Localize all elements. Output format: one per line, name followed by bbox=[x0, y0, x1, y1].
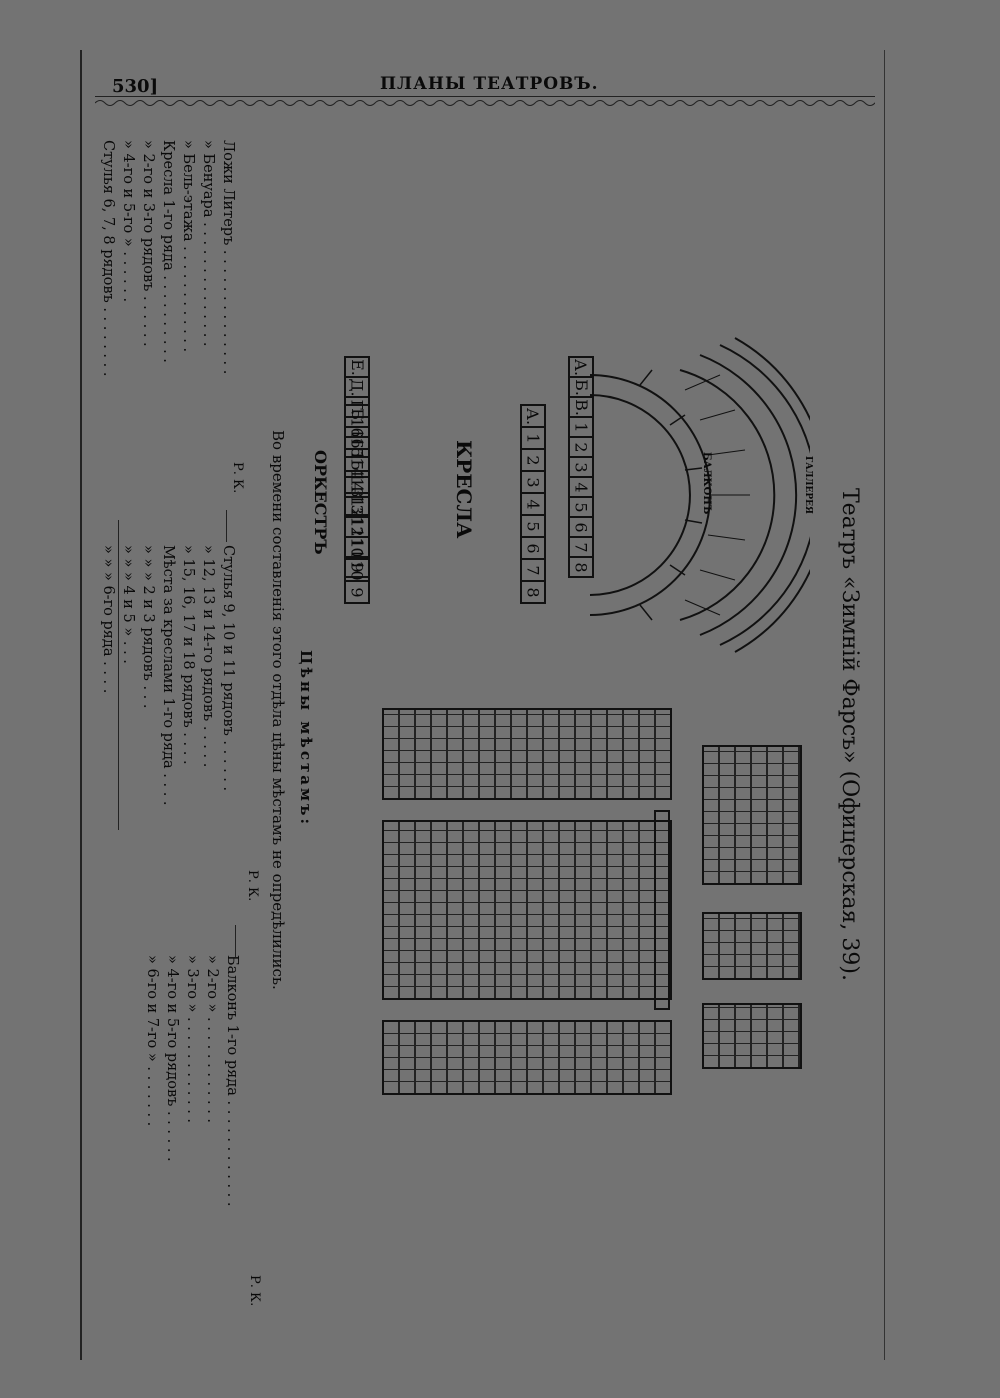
price-line: » 3-го » . . . . . . . . . . . . bbox=[184, 955, 200, 1124]
page-number: 530] bbox=[112, 76, 159, 97]
seat-grid-front bbox=[382, 1020, 672, 1095]
box-cell: 6 bbox=[520, 536, 546, 560]
box-cell: В. bbox=[568, 396, 594, 418]
box-cell: 14 bbox=[344, 470, 370, 494]
column-divider bbox=[118, 520, 119, 830]
box-cell: 4 bbox=[520, 492, 546, 516]
currency-label-1: Р. К. bbox=[230, 462, 245, 494]
price-line: Балконъ 1-го ряда . . . . . . . . . . . … bbox=[224, 955, 240, 1207]
box-cell: 4 bbox=[568, 476, 594, 498]
box-cell: 2 bbox=[520, 448, 546, 472]
prices-column-3: Балконъ 1-го ряда . . . . . . . . . . . … bbox=[142, 955, 242, 1206]
seating-plan-horseshoe bbox=[589, 337, 810, 653]
column-divider bbox=[226, 510, 227, 542]
box-cell: 9 bbox=[344, 580, 370, 604]
price-line: » 12, 13 и 14-го рядовъ . . . . . bbox=[200, 545, 216, 768]
seat-grid-side-lower bbox=[702, 1003, 802, 1069]
price-line: Стулья 9, 10 и 11 рядовъ . . . . . . bbox=[220, 545, 236, 792]
price-line: » Бенуара . . . . . . . . . . . . . . bbox=[200, 140, 216, 347]
box-cell: 6 bbox=[568, 516, 594, 538]
aisle-strip bbox=[654, 810, 670, 1010]
box-cell: 8 bbox=[520, 580, 546, 604]
wavy-rule bbox=[95, 100, 875, 106]
seat-grid-rear bbox=[382, 708, 672, 800]
running-head: ПЛАНЫ ТЕАТРОВЪ. bbox=[380, 74, 599, 94]
price-line: Стулья 6, 7, 8 рядовъ . . . . . . . . bbox=[100, 140, 116, 377]
price-line: » 2-го » . . . . . . . . . . . . bbox=[204, 955, 220, 1124]
box-cell: Б. bbox=[344, 404, 370, 428]
box-cell: 1 bbox=[568, 416, 594, 438]
price-line: » 2-го и 3-го рядовъ . . . . . . bbox=[140, 140, 156, 347]
price-line: » Бель-этажа . . . . . . . . . . . . bbox=[180, 140, 196, 353]
price-line: Мѣста за креслами 1-го ряда . . . . bbox=[160, 545, 176, 806]
price-line: » 4-го и 5-го рядовъ . . . . . . bbox=[164, 955, 180, 1162]
prices-note: Во времени составленія этого отдѣла цѣны… bbox=[269, 430, 287, 990]
box-cell: Е. bbox=[344, 356, 370, 378]
stalls-label: КРЕСЛА bbox=[452, 440, 476, 539]
box-cell: 7 bbox=[568, 536, 594, 558]
seat-grid-middle bbox=[382, 820, 672, 1000]
currency-label-3: Р. К. bbox=[247, 1275, 262, 1307]
price-line: » 15, 16, 17 и 18 рядовъ . . . . bbox=[180, 545, 196, 765]
box-cell: А. bbox=[520, 404, 546, 428]
column-divider bbox=[235, 925, 236, 957]
box-cell: 10 bbox=[344, 558, 370, 582]
box-cell: 2 bbox=[568, 436, 594, 458]
page-frame bbox=[80, 50, 885, 1360]
price-line: » » » 2 и 3 рядовъ . . . bbox=[140, 545, 156, 709]
theatre-title: Театръ «Зимній Фарсъ» (Офицерская, 39). bbox=[837, 488, 862, 981]
box-cell: 3 bbox=[568, 456, 594, 478]
price-line: Кресла 1-го ряда . . . . . . . . . . bbox=[160, 140, 176, 363]
box-cell: 8 bbox=[568, 556, 594, 578]
prices-heading: Цѣны мѣстамъ: bbox=[297, 650, 315, 828]
price-line: » » » 6-го ряда . . . . bbox=[100, 545, 116, 694]
box-cell: Б. bbox=[568, 376, 594, 398]
gallery-label: ГАЛЛЕРЕЯ bbox=[803, 456, 813, 514]
box-cell: А. bbox=[568, 356, 594, 378]
prices-column-1: Ложи Литеръ . . . . . . . . . . . . . . … bbox=[98, 140, 238, 376]
box-cell: 15 bbox=[344, 448, 370, 472]
price-line: Ложи Литеръ . . . . . . . . . . . . . . bbox=[220, 140, 236, 375]
box-cell: 1 bbox=[520, 426, 546, 450]
box-cell: 5 bbox=[520, 514, 546, 538]
price-line: » » » 4 и 5 » . . . bbox=[120, 545, 136, 664]
prices-column-2: Стулья 9, 10 и 11 рядовъ . . . . . . » 1… bbox=[98, 545, 238, 806]
box-cell: 12 bbox=[344, 514, 370, 538]
currency-label-2: Р. К. bbox=[245, 870, 260, 902]
price-line: » 6-го и 7-го » . . . . . . . bbox=[144, 955, 160, 1127]
balcony-label: БАЛКОНЪ bbox=[701, 452, 712, 515]
box-cell: 13 bbox=[344, 492, 370, 516]
box-cell: 5 bbox=[568, 496, 594, 518]
box-cell: 3 bbox=[520, 470, 546, 494]
seat-grid-side-upper bbox=[702, 745, 802, 885]
box-cell: Д. bbox=[344, 376, 370, 398]
seat-grid-side-middle bbox=[702, 912, 802, 980]
box-cell: 16 bbox=[344, 426, 370, 450]
orchestra-label: ОРКЕСТРЪ bbox=[311, 450, 330, 555]
box-cell: 7 bbox=[520, 558, 546, 582]
price-line: » 4-го и 5-го » . . . . . . bbox=[120, 140, 136, 303]
box-cell: 11 bbox=[344, 536, 370, 560]
header-rule bbox=[95, 96, 875, 97]
